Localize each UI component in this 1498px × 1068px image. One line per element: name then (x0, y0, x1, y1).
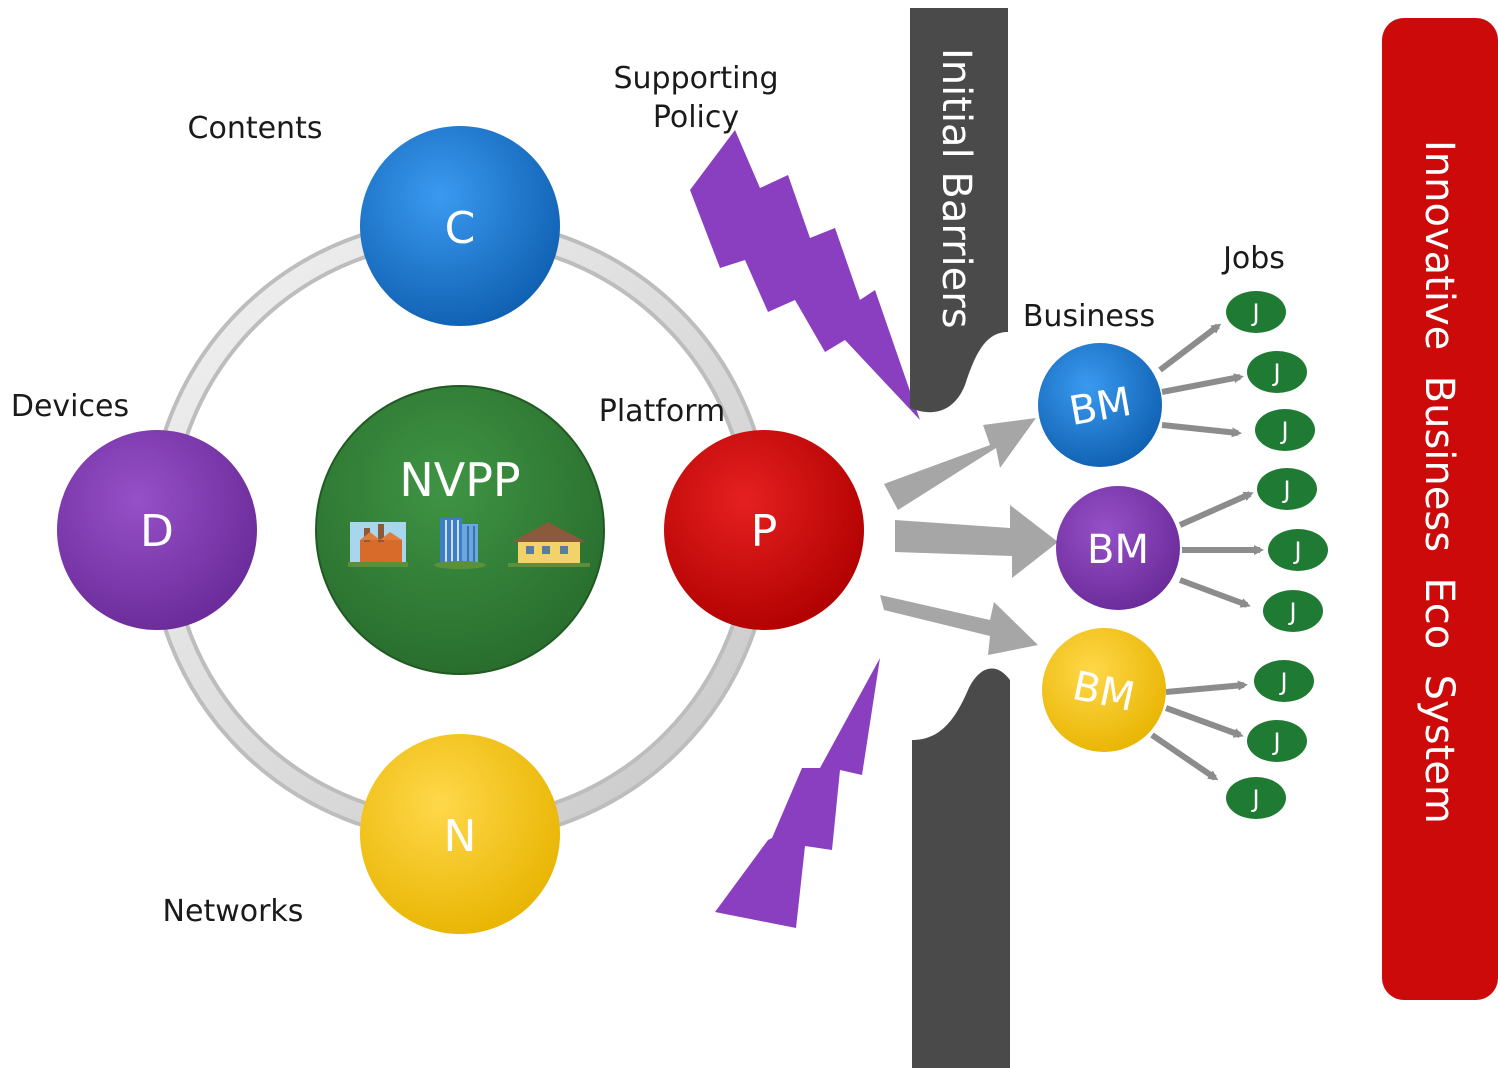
business-model-1: BM (1038, 343, 1162, 467)
job-bubble: J (1255, 409, 1315, 451)
platform-label: Platform (599, 394, 726, 429)
eco-system-bar (1382, 18, 1498, 1000)
flow-arrow-middle (895, 505, 1058, 578)
platform-circle: P (664, 430, 864, 630)
devices-label: Devices (11, 389, 129, 424)
devices-letter: D (140, 506, 174, 557)
networks-label: Networks (163, 894, 304, 929)
job-bubble: J (1247, 351, 1307, 393)
job-bubble: J (1226, 291, 1286, 333)
flow-arrow-top (884, 418, 1036, 510)
svg-text:J: J (1287, 598, 1296, 626)
business-model-2: BM (1056, 486, 1180, 610)
upper-lightning-bolt (690, 130, 920, 420)
svg-text:J: J (1292, 537, 1301, 565)
business-label: Business (1023, 299, 1155, 334)
flow-arrow-bottom (880, 595, 1038, 655)
job-bubble: J (1254, 660, 1314, 702)
office-building-icon (434, 518, 486, 569)
devices-circle: D (57, 430, 257, 630)
job-bubble: J (1226, 777, 1286, 819)
contents-letter: C (445, 203, 476, 254)
nvpp-center-circle: NVPP (315, 385, 605, 675)
job-bubbles: J J J J J J J J J (1226, 291, 1328, 819)
platform-letter: P (751, 506, 778, 557)
lower-lightning-bolt (715, 658, 880, 928)
house-icon (508, 522, 590, 567)
eco-system-label: Innovative Business Eco System (1416, 140, 1462, 824)
job-bubble: J (1268, 529, 1328, 571)
svg-text:J: J (1281, 476, 1290, 504)
svg-text:J: J (1271, 359, 1280, 387)
factory-icon (348, 522, 408, 567)
business-model-1-label: BM (1066, 379, 1135, 435)
contents-circle: C (360, 126, 560, 326)
svg-text:J: J (1250, 785, 1259, 813)
job-bubble: J (1247, 720, 1307, 762)
job-arrows (1150, 323, 1264, 781)
initial-barriers-wall (910, 8, 1010, 1068)
business-model-3: BM (1042, 628, 1166, 752)
svg-text:J: J (1271, 728, 1280, 756)
job-bubble: J (1257, 468, 1317, 510)
networks-circle: N (360, 734, 560, 934)
svg-text:J: J (1250, 299, 1259, 327)
job-bubble: J (1263, 590, 1323, 632)
networks-letter: N (444, 811, 477, 862)
flow-arrows (880, 418, 1058, 655)
jobs-label: Jobs (1221, 241, 1285, 276)
contents-label: Contents (188, 111, 323, 146)
svg-text:J: J (1279, 417, 1288, 445)
initial-barriers-label: Initial Barriers (933, 48, 979, 329)
business-model-2-label: BM (1087, 527, 1149, 573)
svg-text:J: J (1278, 668, 1287, 696)
supporting-policy-label-line2: Policy (653, 100, 739, 135)
supporting-policy-label-line1: Supporting (614, 61, 779, 96)
nvpp-title: NVPP (399, 453, 520, 507)
